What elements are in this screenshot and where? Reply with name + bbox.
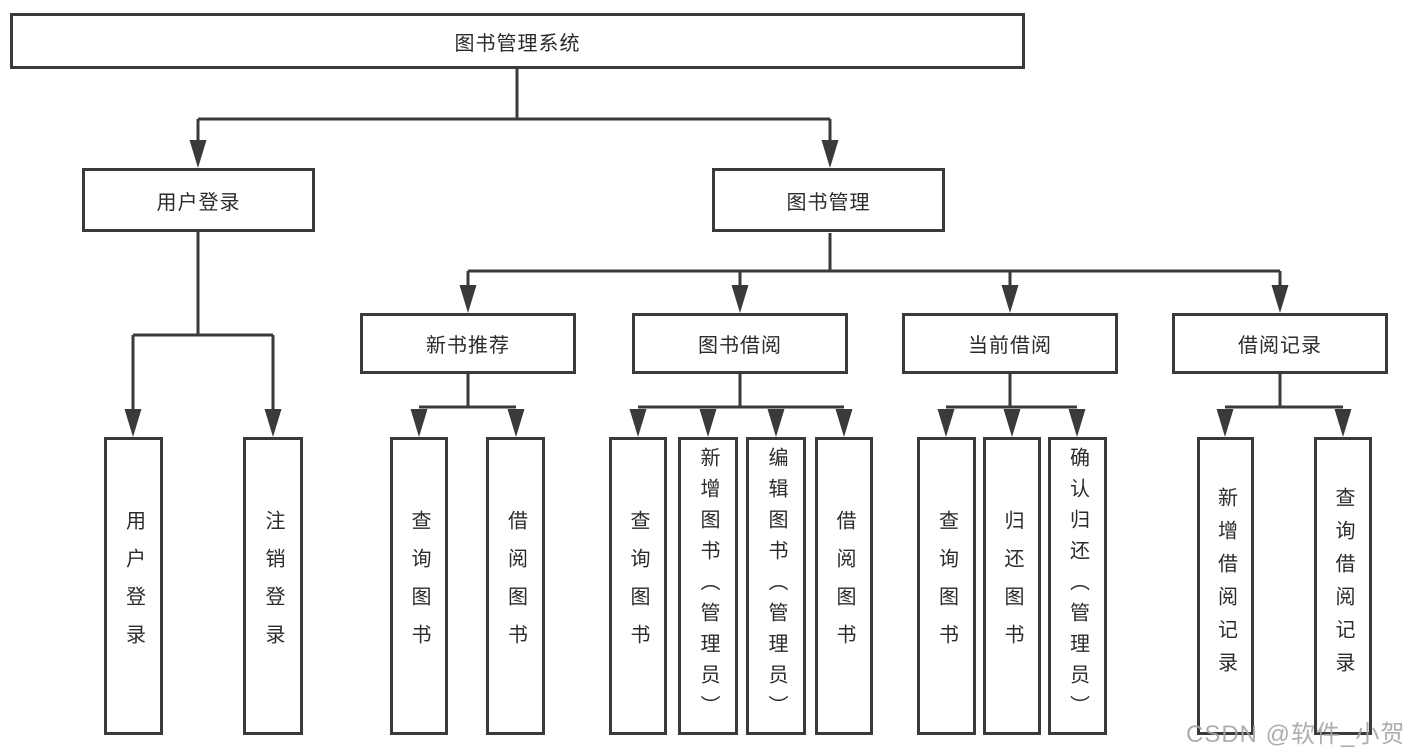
leaf-add-books-admin: 新增图书（管理员） xyxy=(678,437,738,735)
node-label: 图书管理系统 xyxy=(454,32,581,55)
node-label: 查询图书 xyxy=(935,510,958,662)
node-label: 编辑图书（管理员） xyxy=(765,446,787,726)
leaf-add-borrow-record: 新增借阅记录 xyxy=(1197,437,1254,735)
arrow-down-icon xyxy=(1271,285,1289,313)
arrow-down-icon xyxy=(410,409,428,437)
arrow-down-icon xyxy=(1334,409,1352,437)
leaf-logout: 注销登录 xyxy=(243,437,303,735)
node-borrowing-records: 借阅记录 xyxy=(1172,313,1388,374)
node-book-management-branch: 图书管理 xyxy=(712,168,945,232)
arrow-down-icon xyxy=(629,409,647,437)
node-label: 新增图书（管理员） xyxy=(697,446,719,726)
arrow-down-icon xyxy=(264,409,282,437)
node-label: 归还图书 xyxy=(1001,510,1023,662)
node-current-borrowing: 当前借阅 xyxy=(902,313,1118,374)
arrow-down-icon xyxy=(835,409,853,437)
leaf-query-books: 查询图书 xyxy=(390,437,448,735)
node-new-book-recommend: 新书推荐 xyxy=(360,313,576,374)
node-label: 借阅图书 xyxy=(833,510,855,662)
leaf-query-books: 查询图书 xyxy=(917,437,976,735)
node-label: 图书管理 xyxy=(786,191,871,214)
leaf-query-books: 查询图书 xyxy=(609,437,667,735)
node-label: 新书推荐 xyxy=(426,335,510,357)
arrow-down-icon xyxy=(1216,409,1234,437)
arrow-down-icon xyxy=(767,409,785,437)
leaf-borrow-books: 借阅图书 xyxy=(486,437,545,735)
arrow-down-icon xyxy=(189,140,207,168)
csdn-watermark: CSDN @软件_小贺同学 xyxy=(1186,721,1405,748)
node-label: 查询借阅记录 xyxy=(1332,487,1354,685)
arrow-down-icon xyxy=(937,409,955,437)
leaf-edit-books-admin: 编辑图书（管理员） xyxy=(746,437,806,735)
arrow-down-icon xyxy=(124,409,142,437)
node-label: 用户登录 xyxy=(122,510,145,662)
arrow-down-icon xyxy=(699,409,717,437)
leaf-borrow-books: 借阅图书 xyxy=(815,437,873,735)
node-user-login-branch: 用户登录 xyxy=(82,168,315,232)
node-label: 用户登录 xyxy=(156,191,241,214)
node-book-borrowing: 图书借阅 xyxy=(632,313,848,374)
arrow-down-icon xyxy=(1068,409,1086,437)
leaf-confirm-return-admin: 确认归还（管理员） xyxy=(1048,437,1107,735)
node-label: 当前借阅 xyxy=(968,335,1052,357)
leaf-user-login: 用户登录 xyxy=(104,437,163,735)
arrow-down-icon xyxy=(731,285,749,313)
node-label: 新增借阅记录 xyxy=(1214,487,1237,685)
node-label: 借阅记录 xyxy=(1238,335,1322,357)
arrow-down-icon xyxy=(1001,285,1019,313)
node-label: 确认归还（管理员） xyxy=(1066,446,1089,726)
node-label: 注销登录 xyxy=(262,510,284,662)
node-label: 查询图书 xyxy=(627,510,649,662)
arrow-down-icon xyxy=(459,285,477,313)
arrow-down-icon xyxy=(821,140,839,168)
node-label: 查询图书 xyxy=(408,510,430,662)
node-system-root: 图书管理系统 xyxy=(10,13,1025,69)
arrow-down-icon xyxy=(507,409,525,437)
node-label: 图书借阅 xyxy=(698,335,782,357)
arrow-down-icon xyxy=(1003,409,1021,437)
leaf-return-books: 归还图书 xyxy=(983,437,1041,735)
node-label: 借阅图书 xyxy=(504,510,527,662)
leaf-query-borrow-record: 查询借阅记录 xyxy=(1314,437,1372,735)
